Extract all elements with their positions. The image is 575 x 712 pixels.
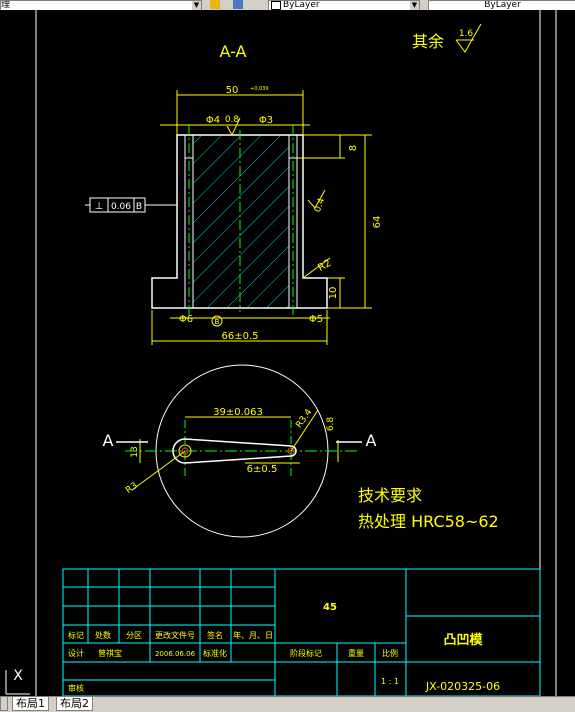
dim-center-39: 39±0.063 bbox=[213, 407, 263, 418]
row-design-label: 设计 bbox=[68, 648, 84, 658]
scale-value: 1 : 1 bbox=[381, 677, 399, 686]
layer-state-icon[interactable] bbox=[210, 0, 220, 9]
layer-stack-icon[interactable] bbox=[233, 0, 243, 9]
dim-r3-4: R3.4 bbox=[294, 407, 314, 430]
section-marker-right: A bbox=[366, 431, 377, 450]
header-count: 处数 bbox=[95, 630, 111, 640]
row-design-name: 曾祺宝 bbox=[98, 648, 122, 658]
dim-right-10: 10 bbox=[328, 287, 339, 300]
dim-13: 13 bbox=[130, 446, 140, 457]
roughness-symbol-icon bbox=[455, 23, 482, 53]
top-view-hole-right-inner bbox=[287, 447, 295, 455]
tech-line: 热处理 HRC58~62 bbox=[358, 512, 499, 531]
col-scale: 比例 bbox=[382, 648, 398, 658]
dim-r3-4-leader bbox=[290, 409, 319, 452]
perp-value: 0.06 bbox=[111, 202, 131, 212]
datum-b-icon bbox=[211, 315, 223, 327]
workspace-combo[interactable]: 理 ▼ bbox=[0, 0, 202, 10]
datum-b: B bbox=[215, 318, 220, 326]
dim-right-8: 8 bbox=[348, 145, 359, 151]
chevron-down-icon[interactable]: ▼ bbox=[410, 1, 419, 10]
row-review: 审核 bbox=[68, 683, 84, 693]
linetype-combo[interactable]: ByLayer bbox=[428, 0, 575, 10]
dim-r3: R3 bbox=[124, 481, 140, 496]
color-swatch bbox=[271, 1, 281, 10]
drawing-number: JX-020325-06 bbox=[425, 680, 500, 693]
material: 45 bbox=[323, 602, 337, 613]
dim-hole-right: Φ3 bbox=[259, 115, 273, 126]
dim-right-64: 64 bbox=[372, 216, 383, 229]
dim-top-tol: +0.039 bbox=[250, 86, 269, 92]
col-weight: 重量 bbox=[348, 648, 364, 658]
color-combo-value: ByLayer bbox=[283, 0, 320, 10]
dim-6-8: 6.8 bbox=[326, 417, 336, 432]
tab-layout1[interactable]: 布局1 bbox=[12, 697, 49, 711]
top-view-hole-left bbox=[178, 444, 192, 458]
dim-r2-leader bbox=[302, 257, 331, 279]
perpendicular-icon: ⊥ bbox=[95, 201, 104, 212]
dim-width-66: 66±0.5 bbox=[221, 331, 258, 342]
cad-drawing: A-A 其余 1.6 50 +0.039 Φ4 0.8 Φ3 8 64 10 0… bbox=[5, 10, 557, 697]
dim-chamfer: 0.4 bbox=[313, 197, 327, 214]
drawing-canvas[interactable]: A-A 其余 1.6 50 +0.039 Φ4 0.8 Φ3 8 64 10 0… bbox=[0, 10, 575, 697]
tab-layout2[interactable]: 布局2 bbox=[56, 697, 93, 711]
top-view-slot-outline bbox=[172, 438, 297, 464]
linetype-combo-value: ByLayer bbox=[484, 0, 521, 10]
roughness-note: 其余 bbox=[412, 32, 444, 51]
dim-bottom-6: Φ6 bbox=[179, 314, 193, 325]
dim-r3-leader bbox=[131, 450, 186, 491]
ucs-icon: X bbox=[13, 668, 23, 684]
perp-datum: B bbox=[136, 202, 142, 212]
roughness-side-icon bbox=[307, 189, 326, 209]
section-label: A-A bbox=[220, 42, 247, 61]
dim-hole-left: Φ4 bbox=[206, 115, 220, 126]
row-design-date: 2006.06.06 bbox=[155, 650, 196, 658]
color-combo[interactable]: ByLayer ▼ bbox=[268, 0, 420, 10]
part-name: 凸凹模 bbox=[443, 632, 483, 648]
section-marker-left: A bbox=[103, 431, 114, 450]
dim-6-5: 6±0.5 bbox=[247, 464, 278, 475]
header-date: 年、月、日 bbox=[233, 630, 273, 640]
top-view-hole-left-inner bbox=[181, 447, 189, 455]
dim-bottom-5: Φ5 bbox=[309, 314, 323, 325]
dim-radius-r2: R2 bbox=[316, 258, 333, 274]
roughness-mark-icon bbox=[226, 117, 241, 137]
layout-tab-bar: 布局1 布局2 bbox=[0, 696, 575, 712]
tech-title: 技术要求 bbox=[358, 486, 422, 505]
dim-top-width: 50 bbox=[226, 85, 239, 96]
chevron-down-icon[interactable]: ▼ bbox=[192, 1, 201, 10]
header-signature: 签名 bbox=[207, 630, 223, 640]
section-hatch bbox=[193, 135, 289, 308]
header-change-file: 更改文件号 bbox=[155, 630, 195, 640]
roughness-value: 1.6 bbox=[459, 29, 474, 39]
dim-roughness-top: 0.8 bbox=[225, 115, 240, 125]
header-zone: 分区 bbox=[126, 631, 142, 640]
col-stage: 阶段标记 bbox=[290, 648, 322, 658]
header-mark: 标记 bbox=[68, 630, 84, 640]
tab-scroll-left[interactable] bbox=[0, 697, 8, 711]
row-standardization: 标准化 bbox=[203, 648, 227, 658]
title-block bbox=[62, 568, 541, 697]
workspace-combo-value: 理 bbox=[1, 0, 11, 10]
